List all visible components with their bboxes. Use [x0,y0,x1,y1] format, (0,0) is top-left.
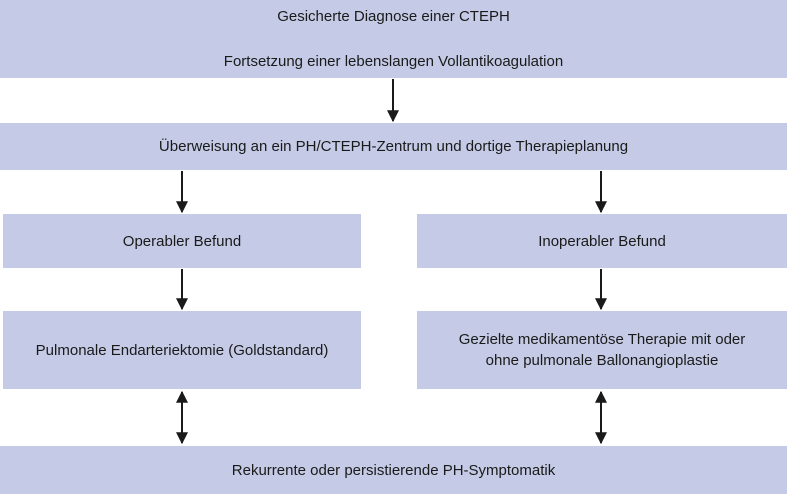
drug-therapy-text-line1: Gezielte medikamentöse Therapie mit oder [458,331,746,348]
operable-text: Operabler Befund [122,232,242,250]
referral-text: Überweisung an ein PH/CTEPH-Zentrum und … [158,138,629,155]
drug-therapy-text-line2: ohne pulmonale Ballonangioplastie [485,352,719,369]
recurrent-symptoms-box: Rekurrente oder persistierende PH-Sympto… [0,446,787,494]
operable-box: Operabler Befund [3,214,361,268]
anticoagulation-text: Fortsetzung einer lebenslangen Vollantik… [223,53,564,70]
drug-therapy-box: Gezielte medikamentöse Therapie mit oder… [417,311,787,389]
inoperable-text: Inoperabler Befund [538,232,666,250]
referral-box: Überweisung an ein PH/CTEPH-Zentrum und … [0,123,787,170]
diagnosis-text: Gesicherte Diagnose einer CTEPH [277,8,510,25]
endarterectomy-text: Pulmonale Endarteriektomie (Goldstandard… [35,341,329,359]
inoperable-box: Inoperabler Befund [417,214,787,268]
diagnosis-box: Gesicherte Diagnose einer CTEPH Fortsetz… [0,0,787,78]
recurrent-symptoms-text: Rekurrente oder persistierende PH-Sympto… [231,461,556,479]
endarterectomy-box: Pulmonale Endarteriektomie (Goldstandard… [3,311,361,389]
